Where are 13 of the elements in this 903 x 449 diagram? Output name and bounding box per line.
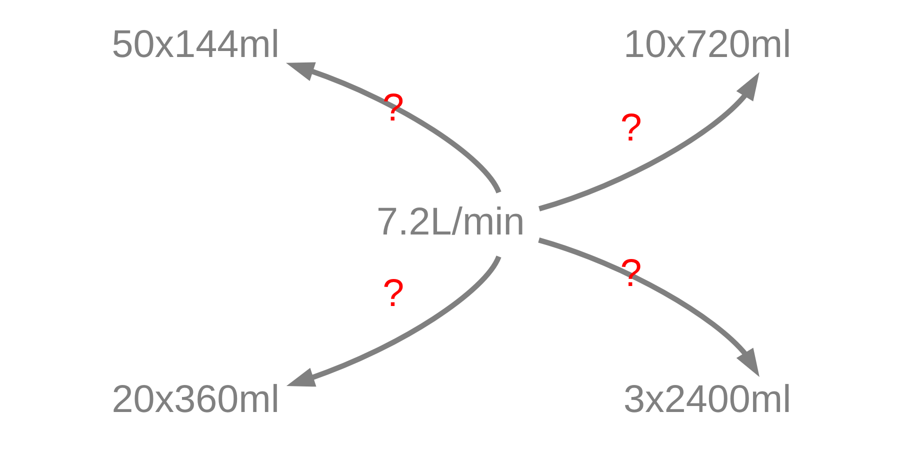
node-text: 50x144ml [112,22,280,66]
arrow [538,72,760,212]
node-text: 3x2400ml [624,378,792,421]
edge-label: ? [620,252,642,296]
node-text: 7.2L/min [376,200,525,244]
edge-label: ? [620,106,642,150]
arrow [286,255,502,387]
edge-label: ? [382,272,404,316]
arrow [538,238,760,377]
node-text: 10x720ml [624,22,792,66]
node-text: 20x360ml [112,378,280,421]
arrow [286,62,502,194]
edge-label: ? [382,86,404,130]
